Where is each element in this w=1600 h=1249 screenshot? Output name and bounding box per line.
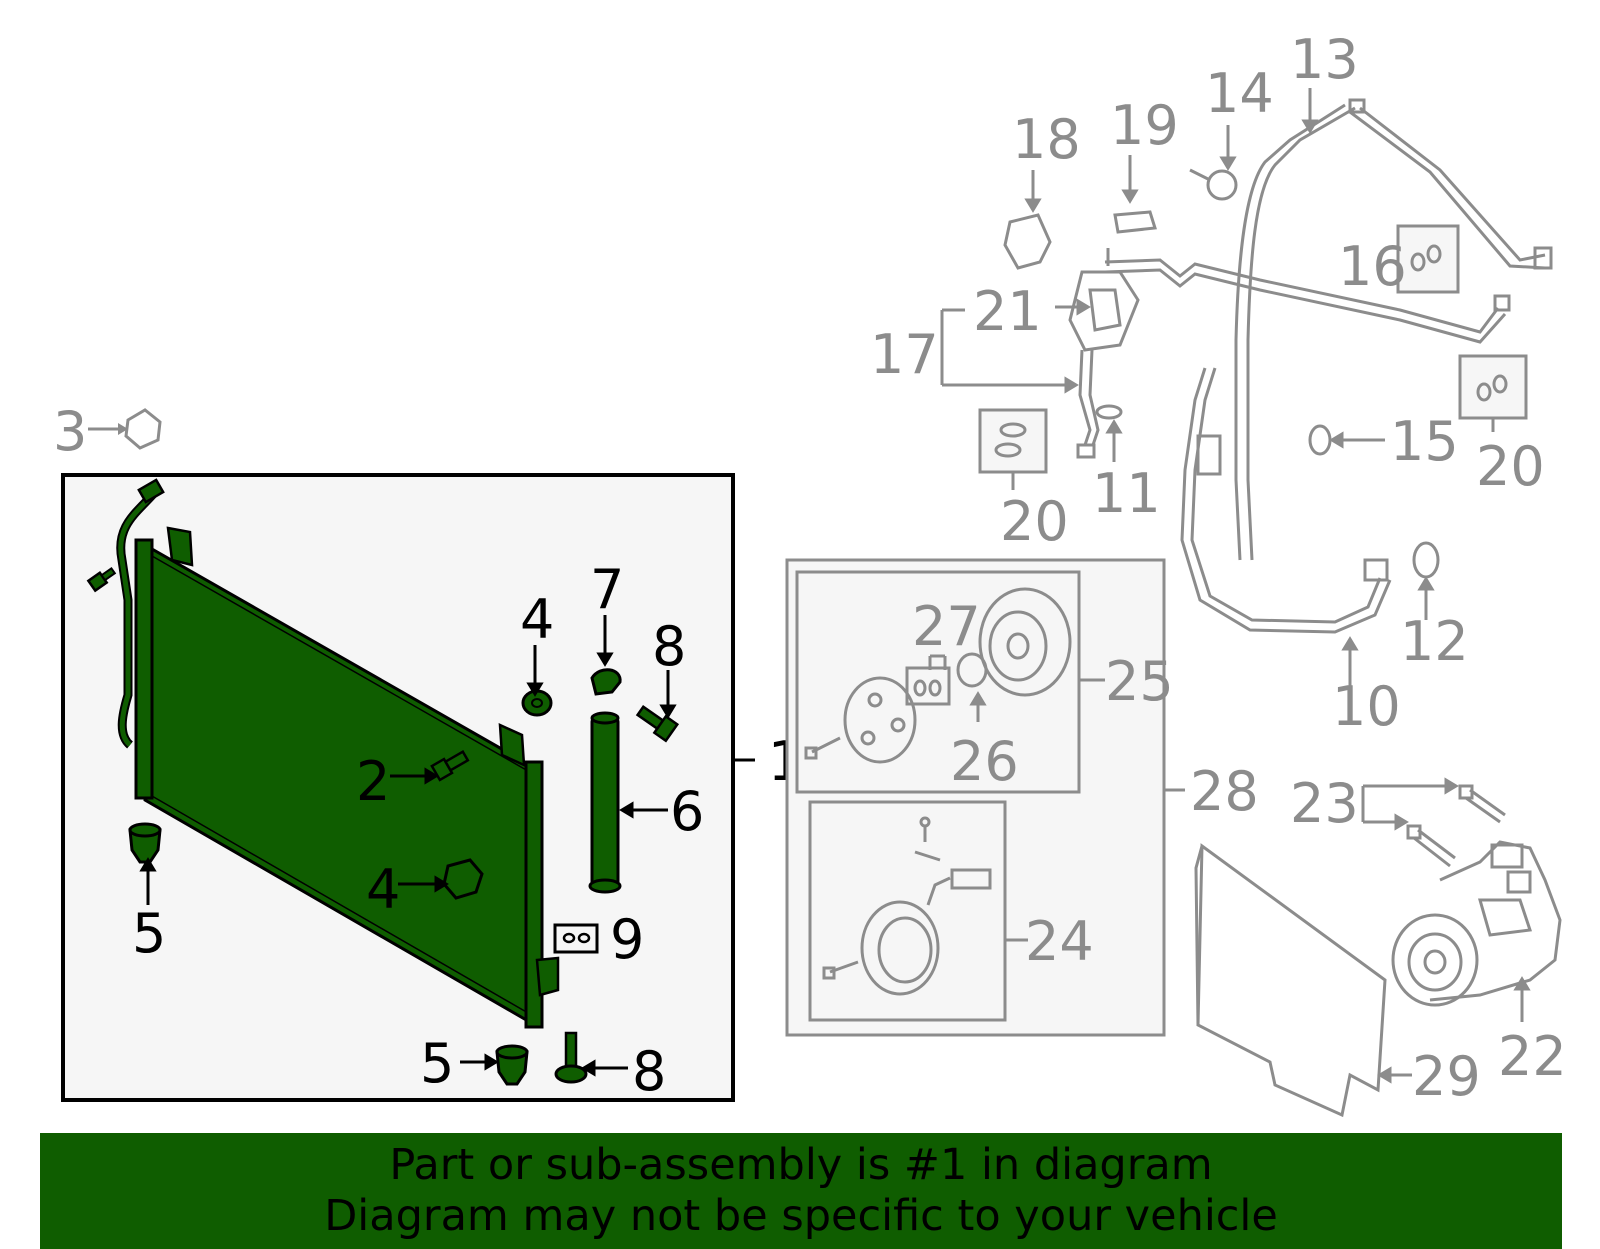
part-9-oring-kit	[553, 923, 599, 954]
callout-10: 10	[1332, 675, 1401, 738]
callout-20-left: 20	[1000, 490, 1069, 553]
callout-7: 7	[590, 558, 624, 621]
callout-8-lower: 8	[632, 1040, 666, 1103]
callout-4-upper: 4	[520, 588, 554, 651]
part-4-nut-lower	[442, 858, 484, 900]
callout-5-left: 5	[132, 902, 166, 965]
clutch-leaders	[928, 654, 1185, 942]
callout-3: 3	[53, 400, 87, 463]
part-8-bolt-upper	[635, 704, 680, 743]
bolt-upper-left	[86, 566, 117, 593]
compressor	[1391, 784, 1562, 1007]
callout-29: 29	[1412, 1045, 1481, 1108]
callout-2: 2	[356, 750, 390, 813]
callout-12: 12	[1400, 610, 1469, 673]
callout-28: 28	[1190, 760, 1259, 823]
part-7-clamp	[590, 668, 622, 696]
part-2-pin	[430, 749, 470, 782]
callout-22: 22	[1498, 1025, 1567, 1088]
callout-13: 13	[1290, 28, 1359, 91]
callout-9: 9	[610, 908, 644, 971]
part-3-nut: 3	[53, 400, 162, 463]
callout-26: 26	[950, 730, 1019, 793]
callout-24: 24	[1025, 910, 1094, 973]
callout-5-bottom: 5	[420, 1032, 454, 1095]
callout-11: 11	[1092, 462, 1161, 525]
callout-14: 14	[1205, 62, 1274, 125]
callout-23: 23	[1290, 772, 1359, 835]
callout-20-right: 20	[1476, 435, 1545, 498]
callout-8-upper: 8	[652, 615, 686, 678]
compressor-leaders	[1361, 777, 1531, 1022]
part-6-receiver-drier	[590, 716, 620, 890]
part-8-bolt-lower	[554, 1031, 588, 1084]
banner-line-1: Part or sub-assembly is #1 in diagram	[389, 1140, 1213, 1190]
callout-19: 19	[1110, 94, 1179, 157]
callout-4-lower: 4	[366, 858, 400, 921]
callout-16: 16	[1338, 235, 1407, 298]
footer-banner: Part or sub-assembly is #1 in diagram Di…	[40, 1133, 1562, 1249]
part-4-grommet-upper	[521, 689, 553, 717]
callout-18: 18	[1012, 108, 1081, 171]
callout-27: 27	[912, 595, 981, 658]
compressor-clutch-group	[785, 558, 1166, 1037]
condenser-left-tank	[134, 538, 154, 800]
callout-6: 6	[670, 780, 704, 843]
callout-17: 17	[870, 323, 939, 386]
banner-line-2: Diagram may not be specific to your vehi…	[324, 1191, 1278, 1241]
main-leader-arrows	[139, 615, 755, 1077]
condenser-assembly-panel[interactable]: 1 2 4 4 5 5 6 7 8 8 9	[61, 473, 802, 1103]
air-guide-leader	[1377, 1066, 1412, 1084]
callout-15: 15	[1390, 410, 1459, 473]
callout-21: 21	[973, 280, 1042, 343]
callout-25: 25	[1105, 650, 1174, 713]
air-guide	[1194, 843, 1387, 1118]
refrigerant-leaders	[940, 88, 1495, 686]
